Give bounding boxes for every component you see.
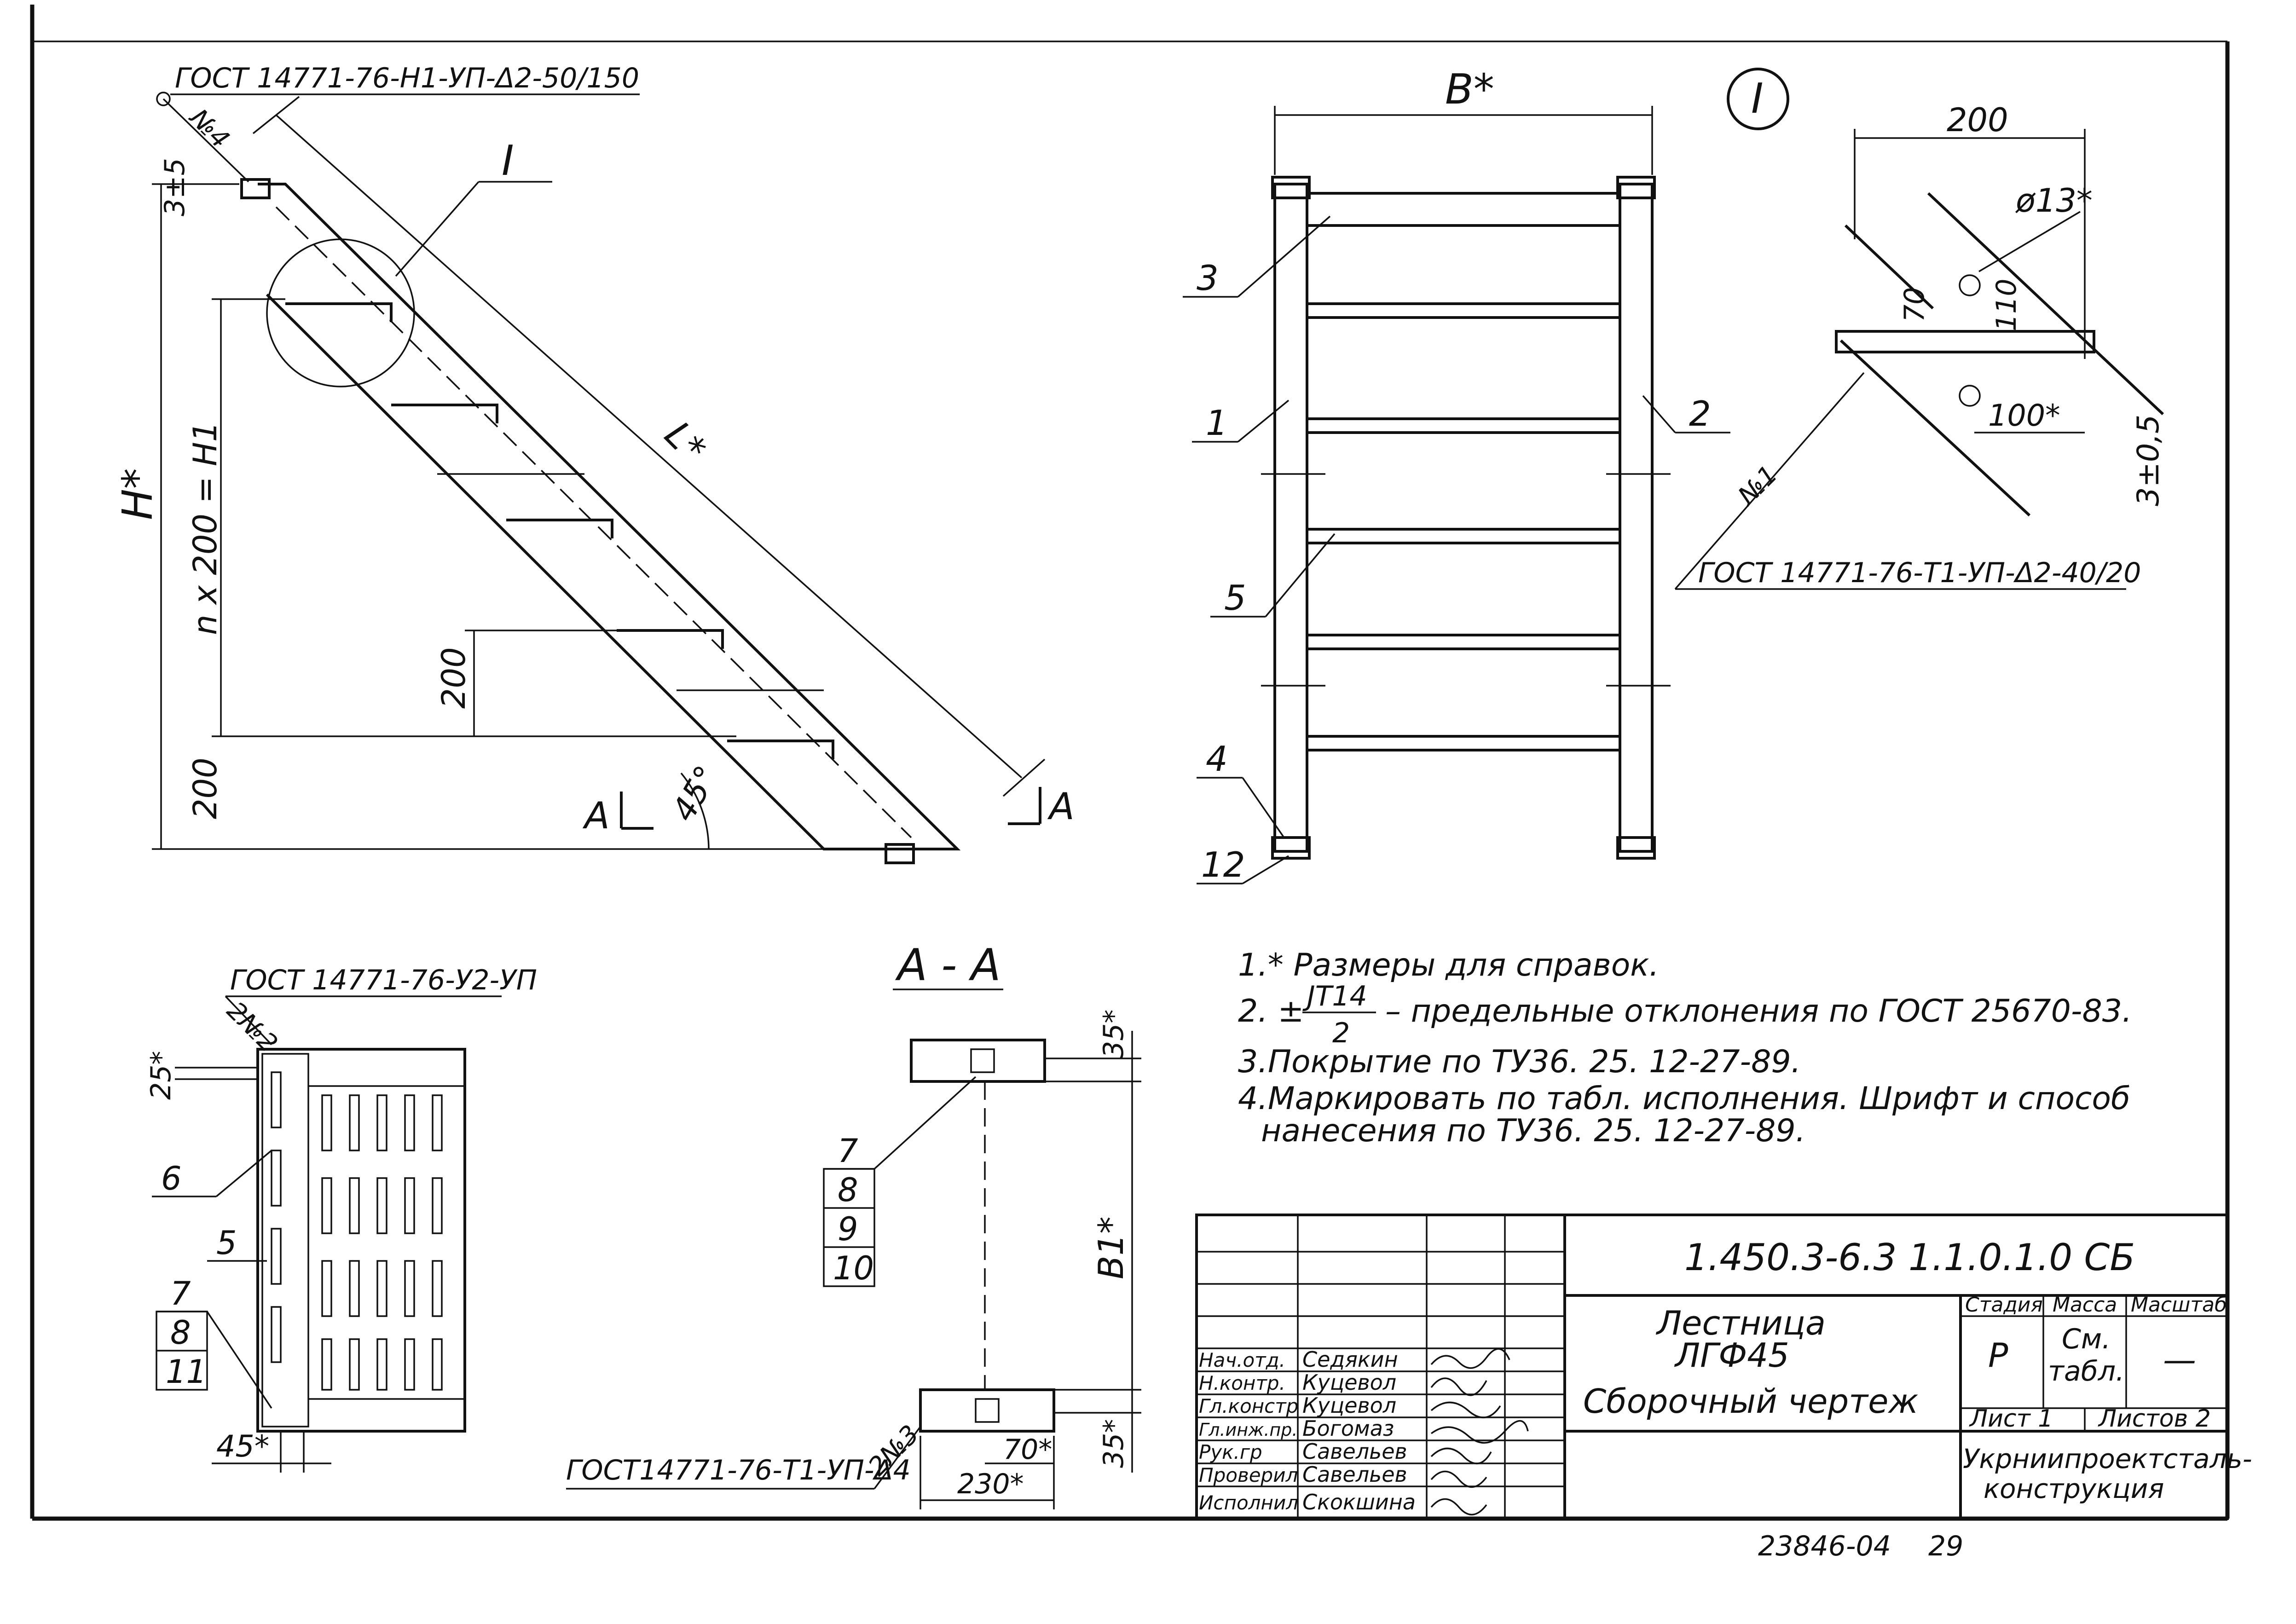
note-4-line2: нанесения по ТУ36. 25. 12-27-89. <box>1261 1113 1805 1149</box>
step-dim-label: 200 <box>435 647 473 709</box>
step-slots <box>271 1071 443 1391</box>
sheet-count: Листов 2 <box>2098 1405 2211 1433</box>
top-dim-label: 3±5 <box>159 158 191 216</box>
mass-value-1: См. <box>2062 1323 2111 1355</box>
note-3: 3.Покрытие по ТУ36. 25. 12-27-89. <box>1238 1044 1801 1080</box>
detail-marker-label: I <box>502 137 514 185</box>
detail-dim-70: 70 <box>1898 287 1931 322</box>
note-2-text: – предельные отклонения по ГОСТ 25670-83… <box>1385 993 2132 1029</box>
signature-role: Исполнил <box>1199 1491 1298 1514</box>
section-dim-35-top: 35* <box>1098 1010 1130 1058</box>
step-dim-45: 45* <box>216 1429 269 1464</box>
scale-header: Масштаб <box>2131 1293 2227 1317</box>
handwritten-signatures <box>1430 1348 1529 1515</box>
section-dim-230: 230* <box>957 1468 1024 1500</box>
scale-value: — <box>2163 1341 2196 1379</box>
detail-dim-100: 100* <box>1988 399 2060 433</box>
section-dim-70: 70* <box>1003 1433 1052 1466</box>
step-pos-6: 6 <box>161 1160 182 1197</box>
detail-weld-label: ГОСТ 14771-76-Т1-УП-Δ2-40/20 <box>1698 557 2141 589</box>
signature-name: Куцевол <box>1302 1393 1396 1418</box>
section-stack-7: 7 <box>838 1132 858 1170</box>
front-view: В* 3 1 5 4 12 2 <box>1183 65 1730 885</box>
signature-name: Савельев <box>1302 1439 1407 1464</box>
note-2-denominator: 2 <box>1332 1017 1350 1049</box>
section-mark-right: A <box>1047 785 1075 828</box>
product-name-1: Лестница <box>1655 1304 1826 1342</box>
doc-type: Сборочный чертеж <box>1583 1382 1918 1421</box>
note-2-numerator: JT14 <box>1302 980 1367 1012</box>
front-callout-5: 5 <box>1224 578 1246 618</box>
top-weld-label: ГОСТ 14771-76-Н1-УП-Δ2-50/150 <box>175 62 639 94</box>
section-width-label: В1* <box>1091 1216 1131 1279</box>
corner-weld-label: ГОСТ 14771-76-У2-УП <box>230 964 537 996</box>
mass-value-2: табл. <box>2048 1355 2124 1387</box>
signature-rows: Нач.отд. Седякин Н.контр. Куцевол Гл.кон… <box>1199 1347 1416 1514</box>
front-callout-4: 4 <box>1206 739 1228 779</box>
weld-number-4: №4 <box>184 102 236 154</box>
organization-2: конструкция <box>1984 1473 2164 1504</box>
front-callout-2: 2 <box>1689 393 1711 434</box>
section-mark-left: A <box>582 794 610 837</box>
height-label: H* <box>114 468 162 520</box>
detail-dim-200: 200 <box>1947 101 2008 139</box>
section-aa: А - А 35* В1* 35* 70* 230* 7 8 9 10 <box>566 940 1141 1509</box>
step-pos-5: 5 <box>216 1224 237 1262</box>
signature-role: Гл.инж.пр. <box>1199 1420 1297 1440</box>
section-stack-9: 9 <box>838 1210 858 1248</box>
bottom-dim-label: 200 <box>186 757 224 819</box>
step-dim-25: 25* <box>145 1051 177 1100</box>
front-callout-3: 3 <box>1197 258 1219 298</box>
signature-name: Скокшина <box>1302 1490 1416 1514</box>
stage-value: Р <box>1988 1336 2008 1375</box>
mass-header: Масса <box>2053 1293 2117 1317</box>
signature-name: Куцевол <box>1302 1370 1396 1395</box>
page-number: 29 <box>1928 1530 1963 1562</box>
section-stack-10: 10 <box>833 1249 874 1287</box>
bottom-weld-label: ГОСТ14771-76-Т1-УП-Δ4 <box>566 1454 911 1486</box>
note-4-line1: 4.Маркировать по табл. исполнения. Шрифт… <box>1238 1081 2130 1117</box>
signature-role: Н.контр. <box>1199 1372 1285 1394</box>
signature-role: Гл.констр <box>1199 1395 1298 1417</box>
sheet-number: Лист 1 <box>1969 1405 2053 1433</box>
detail-dim-tol: 3±0,5 <box>2131 415 2166 506</box>
step-stack-7: 7 <box>170 1275 191 1312</box>
detail-title-marker: I <box>1751 75 1764 123</box>
stage-header: Стадия <box>1965 1293 2043 1317</box>
product-name-2: ЛГФ45 <box>1674 1336 1789 1375</box>
step-stack-8: 8 <box>170 1314 191 1352</box>
length-label: L* <box>657 413 715 471</box>
section-dim-35-bot: 35* <box>1098 1419 1130 1468</box>
signature-role: Рук.гр <box>1199 1441 1262 1463</box>
sheet-frame <box>30 5 2230 1521</box>
organization-1: Укрниипроектсталь- <box>1963 1443 2252 1474</box>
step-view: ГОСТ 14771-76-У2-УП 2№2 25* 6 5 7 8 11 4… <box>145 964 537 1473</box>
signature-name: Седякин <box>1302 1347 1398 1372</box>
archive-number: 23846-04 <box>1758 1530 1891 1562</box>
detail-view: I 200 ø13* 70 110 100* 3±0,5 ГОСТ 14771-… <box>1674 68 2166 590</box>
note-2-prefix: 2. ± <box>1238 993 1304 1029</box>
angle-label: 45° <box>665 759 726 827</box>
title-block: 1.450.3-6.3 1.1.0.1.0 СБ Лестница ЛГФ45 … <box>1195 1214 2252 1520</box>
detail-hole-dia: ø13* <box>2015 182 2093 220</box>
front-callout-12: 12 <box>1201 844 1245 885</box>
signature-name: Савельев <box>1302 1462 1407 1487</box>
signature-name: Богомаз <box>1302 1416 1394 1441</box>
notes: 1.* Размеры для справок. 2. ± JT14 2 – п… <box>1238 947 2132 1149</box>
side-view: I L* H* 3±5 n x 200 = H1 200 200 45° A A <box>114 62 1075 864</box>
front-width-label: В* <box>1445 65 1494 114</box>
step-stack-11: 11 <box>166 1353 207 1391</box>
detail-dim-110: 110 <box>1990 278 2023 331</box>
front-callout-1: 1 <box>1206 403 1228 443</box>
doc-code: 1.450.3-6.3 1.1.0.1.0 СБ <box>1684 1236 2135 1279</box>
section-stack-8: 8 <box>838 1171 858 1209</box>
weld-number-1: №1 <box>1731 460 1783 512</box>
signature-role: Проверил <box>1199 1464 1298 1486</box>
note-1: 1.* Размеры для справок. <box>1238 947 1659 983</box>
section-aa-title: А - А <box>895 940 1001 991</box>
step-formula-label: n x 200 = H1 <box>186 422 224 635</box>
signature-role: Нач.отд. <box>1199 1349 1285 1371</box>
